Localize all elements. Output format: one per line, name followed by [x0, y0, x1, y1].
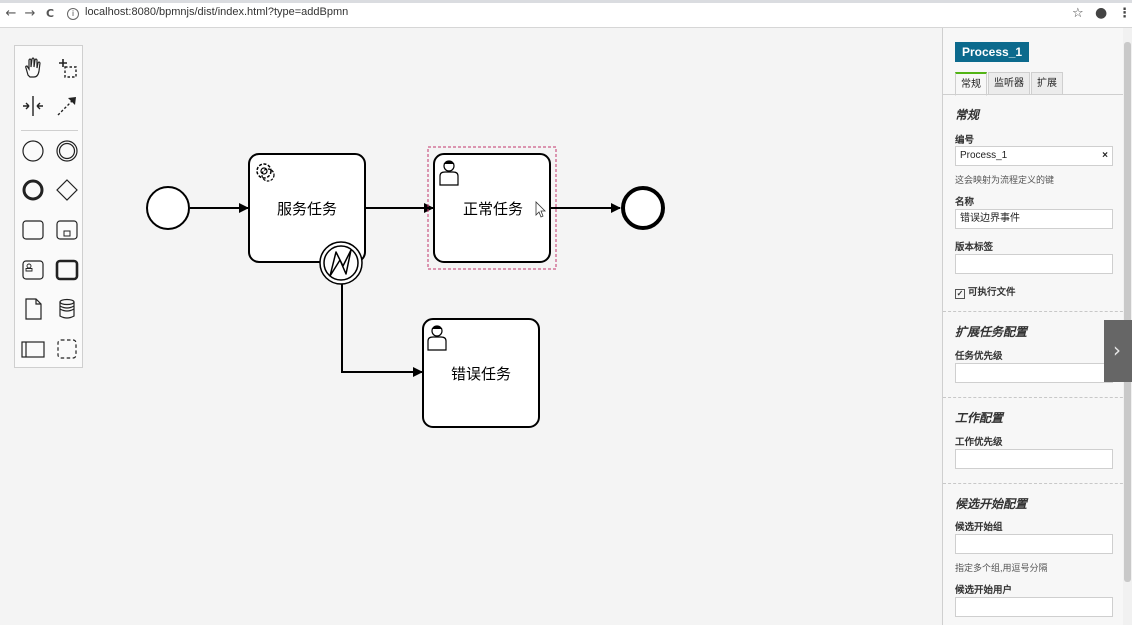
address-bar[interactable]: i localhost:8080/bpmnjs/dist/index.html?t…: [67, 6, 348, 20]
user-task-tool-icon[interactable]: [20, 257, 46, 283]
chevron-right-icon: ›: [1113, 338, 1121, 362]
back-icon[interactable]: ←: [5, 6, 17, 21]
version-input[interactable]: [955, 254, 1113, 274]
group-tool-icon[interactable]: [54, 336, 80, 362]
normal-task[interactable]: 正常任务: [433, 153, 551, 263]
data-object-tool-icon[interactable]: [20, 296, 46, 322]
section-divider: [943, 311, 1132, 312]
tab-general[interactable]: 常规: [955, 72, 987, 96]
group-job-title: 工作配置: [955, 411, 1004, 425]
executable-checkbox-row[interactable]: ✓可执行文件: [955, 284, 1016, 299]
scrollbar-thumb[interactable]: [1124, 42, 1131, 582]
id-value: Process_1: [960, 150, 1008, 161]
id-label: 编号: [955, 135, 975, 146]
gateway-tool-icon[interactable]: [54, 177, 80, 203]
gear-icon: [256, 163, 275, 182]
task-priority-label: 任务优先级: [955, 351, 1003, 362]
end-event[interactable]: [621, 186, 665, 230]
group-candidate-title: 候选开始配置: [955, 497, 1028, 511]
account-icon[interactable]: ●: [1095, 5, 1108, 21]
candidate-users-label: 候选开始用户: [955, 585, 1013, 596]
section-divider: [943, 397, 1132, 398]
palette-separator: [21, 130, 78, 131]
data-store-tool-icon[interactable]: [54, 296, 80, 322]
panel-tabs: 常规监听器扩展: [955, 72, 1064, 96]
info-icon[interactable]: i: [67, 8, 79, 20]
panel-toggle-button[interactable]: ›: [1104, 320, 1132, 382]
group-general-title: 常规: [955, 108, 980, 122]
candidate-groups-label: 候选开始组: [955, 522, 1003, 533]
error-boundary-event[interactable]: [319, 241, 363, 285]
properties-panel: Process_1 常规监听器扩展 常规 编号 Process_1 × 这会映射…: [942, 28, 1132, 625]
version-label: 版本标签: [955, 242, 994, 253]
tab-extensions[interactable]: 扩展: [1031, 72, 1063, 95]
section-divider: [943, 483, 1132, 484]
service-task[interactable]: 服务任务: [248, 153, 366, 263]
url-text: localhost:8080/bpmnjs/dist/index.html?ty…: [85, 6, 349, 18]
menu-icon[interactable]: ⋮: [1118, 6, 1131, 21]
candidate-users-input[interactable]: [955, 597, 1113, 617]
star-icon[interactable]: ☆: [1072, 6, 1084, 21]
space-tool-icon[interactable]: [20, 93, 46, 119]
lightning-icon: [329, 249, 352, 277]
tab-listeners[interactable]: 监听器: [988, 72, 1030, 95]
flow-error-to-error-task[interactable]: [341, 284, 423, 377]
clear-icon[interactable]: ×: [1102, 150, 1108, 161]
user-icon: [439, 160, 459, 186]
task-priority-input[interactable]: [955, 363, 1113, 383]
hand-tool-icon[interactable]: [20, 55, 46, 81]
browser-top-strip: [0, 0, 1132, 3]
user-icon: [427, 325, 447, 351]
mouse-cursor-icon: [535, 201, 546, 218]
job-priority-label: 工作优先级: [955, 437, 1003, 448]
start-event[interactable]: [146, 186, 190, 230]
intermediate-event-tool-icon[interactable]: [54, 138, 80, 164]
connect-tool-icon[interactable]: [54, 93, 80, 119]
start-event-tool-icon[interactable]: [20, 138, 46, 164]
id-input[interactable]: Process_1 ×: [955, 146, 1113, 166]
candidate-groups-input[interactable]: [955, 534, 1113, 554]
lasso-tool-icon[interactable]: [54, 55, 80, 81]
tab-divider: [943, 94, 1132, 95]
name-value: 错误边界事件: [960, 213, 1020, 224]
error-task[interactable]: 错误任务: [422, 318, 540, 428]
bpmn-diagram: 服务任务 正常任务: [146, 146, 665, 428]
error-task-label: 错误任务: [451, 365, 511, 383]
name-input[interactable]: 错误边界事件: [955, 209, 1113, 229]
pool-tool-icon[interactable]: [20, 336, 46, 362]
browser-toolbar: ← → C i localhost:8080/bpmnjs/dist/index.…: [0, 0, 1132, 28]
call-activity-tool-icon[interactable]: [54, 257, 80, 283]
tool-palette: [14, 45, 83, 368]
subprocess-tool-icon[interactable]: [54, 217, 80, 243]
group-ext-task-title: 扩展任务配置: [955, 325, 1028, 339]
forward-icon[interactable]: →: [24, 6, 36, 21]
end-event-tool-icon[interactable]: [20, 177, 46, 203]
candidate-groups-hint: 指定多个组,用逗号分隔: [955, 563, 1048, 573]
service-task-label: 服务任务: [277, 200, 337, 218]
diagram-canvas[interactable]: 服务任务 正常任务: [0, 28, 942, 625]
executable-label: 可执行文件: [968, 287, 1016, 298]
id-hint: 这会映射为流程定义的键: [955, 175, 1055, 185]
process-title-badge: Process_1: [955, 42, 1030, 62]
reload-icon[interactable]: C: [45, 7, 55, 20]
normal-task-label: 正常任务: [463, 200, 523, 218]
task-tool-icon[interactable]: [20, 217, 46, 243]
name-label: 名称: [955, 197, 975, 208]
executable-checkbox[interactable]: ✓: [955, 289, 965, 299]
job-priority-input[interactable]: [955, 449, 1113, 469]
